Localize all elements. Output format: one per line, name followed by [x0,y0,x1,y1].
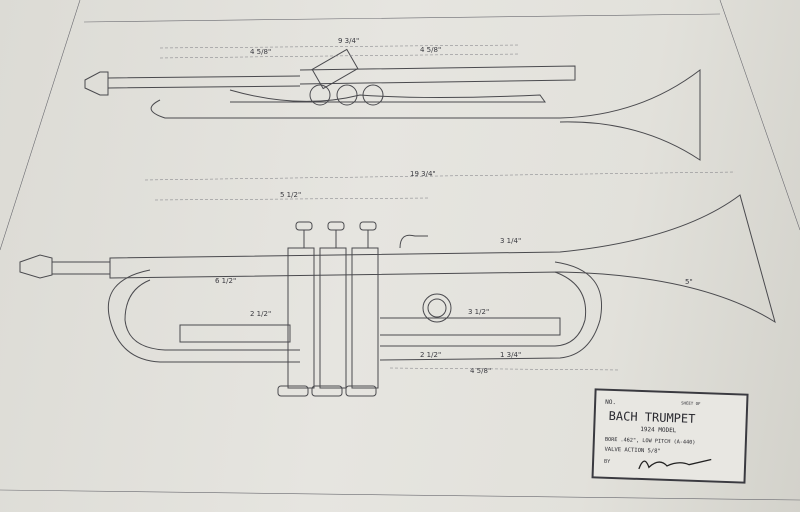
side-view: 19 3/4" 5 1/2" 6 1/2" 3 1/4" 3 1/2" 2 1/… [19,170,776,397]
dim-label: 19 3/4" [410,170,436,178]
title-block: NO. SHEET OF BACH TRUMPET 1924 MODEL BOR… [591,388,749,484]
border-line [83,13,721,23]
sheet-edge [719,0,800,231]
by-label: BY [604,459,610,465]
signature [638,458,712,470]
dim-label: 3 1/2" [468,308,489,316]
dim-label: 4 5/8" [250,48,271,56]
sheet-edge [0,489,800,501]
mouthpiece [19,254,53,279]
dim-label: 5" [685,278,693,286]
dim-label: 6 1/2" [215,277,236,285]
bore-label: BORE .462", LOW PITCH (A-440) [605,437,696,446]
valve-action-label: VALVE ACTION 5/8" [604,447,660,455]
water-key-ring [422,293,452,323]
dim-label: 1 3/4" [500,351,521,359]
valve-cluster [277,221,379,397]
dim-label: 5 1/2" [280,191,301,199]
dim-label: 4 5/8" [420,46,441,54]
dim-label: 2 1/2" [420,351,441,359]
model-label: 1924 MODEL [640,426,677,434]
mouthpiece [84,71,109,96]
dim-label: 3 1/4" [500,237,521,245]
bell-tube [109,194,776,324]
top-view: 9 3/4" 4 5/8" 4 5/8" [84,37,701,161]
no-label: NO. [605,399,616,406]
title-block-frame [591,388,749,484]
dim-label: 4 5/8" [470,367,491,375]
dim-label: 9 3/4" [338,37,359,45]
sheet-label: SHEET OF [681,400,701,406]
sheet-edge [0,0,81,251]
drawing-title: BACH TRUMPET [608,409,695,426]
dim-label: 2 1/2" [250,310,271,318]
